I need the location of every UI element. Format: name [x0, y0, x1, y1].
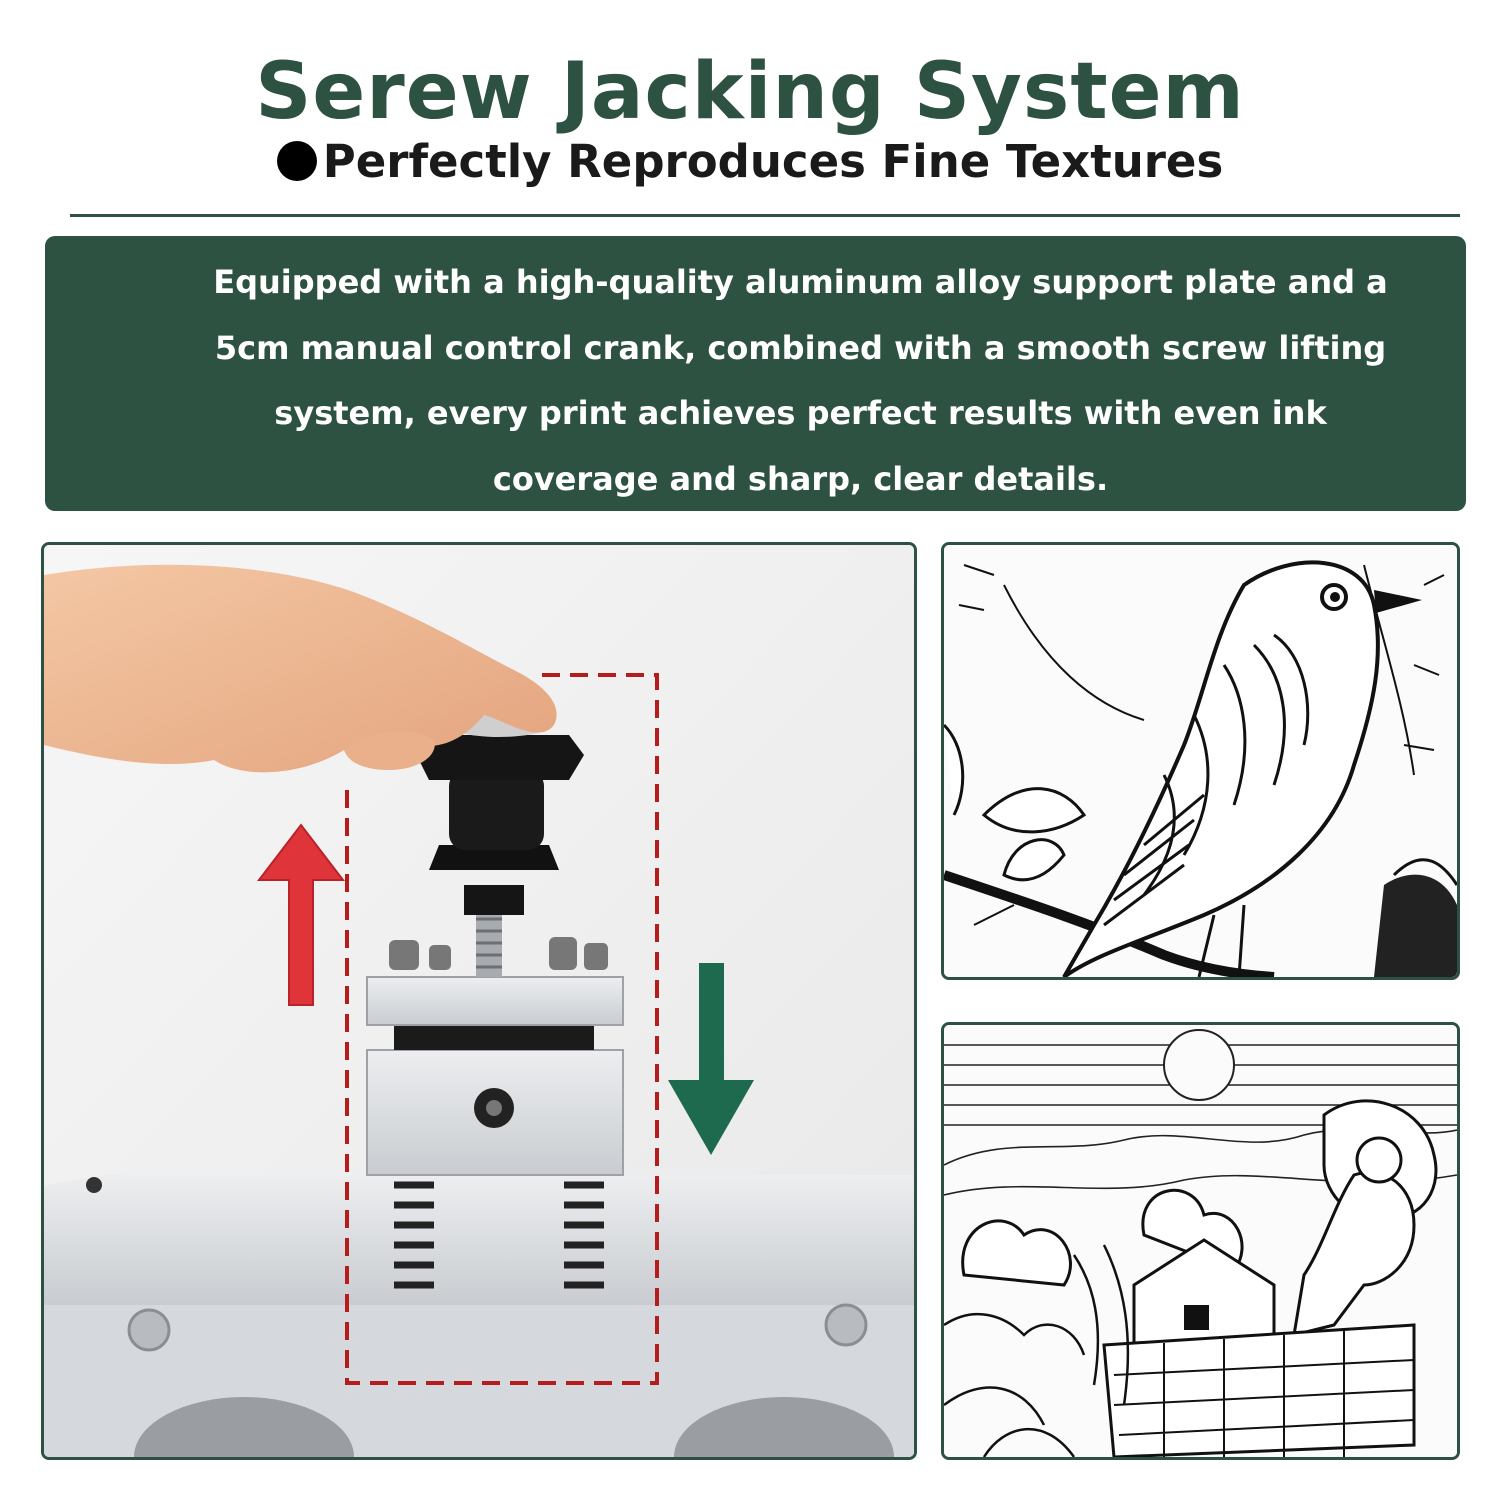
landscape-print-image	[941, 1022, 1460, 1460]
bird-print-image	[941, 542, 1460, 980]
bullet-dot-icon	[276, 141, 317, 181]
subtitle-text: Perfectly Reproduces Fine Textures	[322, 135, 1224, 188]
page-title: Serew Jacking System	[255, 47, 1245, 137]
screw-jack-photo	[41, 542, 917, 1460]
title-divider	[70, 214, 1460, 217]
description-box: Equipped with a high-quality aluminum al…	[45, 236, 1466, 511]
page-subtitle: Perfectly Reproduces Fine Textures	[0, 132, 1500, 192]
